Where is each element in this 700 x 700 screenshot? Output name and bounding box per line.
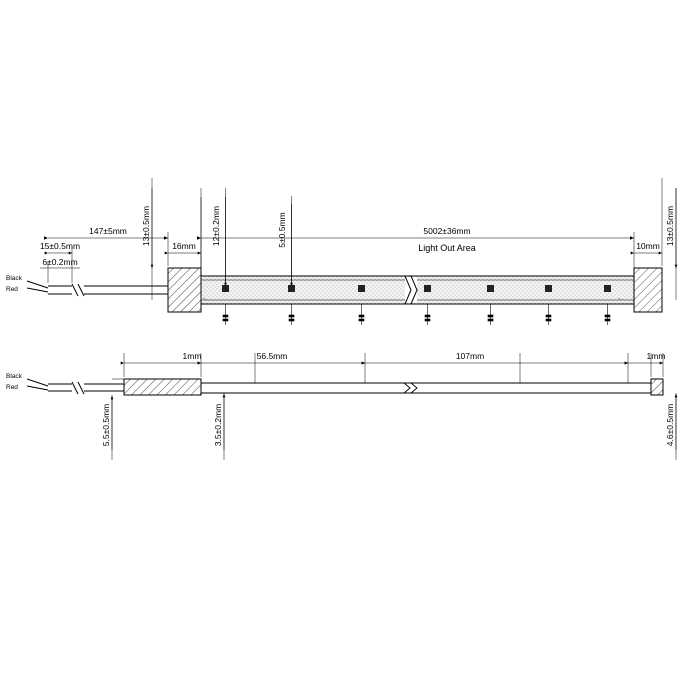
- dim-lead-length-label: 147±5mm: [89, 226, 127, 236]
- side-view: Black Red: [6, 351, 678, 460]
- light-out-area-label: Light Out Area: [418, 243, 476, 253]
- dim-right-thickness: 4.6±0.5mm: [665, 394, 678, 450]
- dim-lead-thickness: 5.5±0.5mm: [101, 396, 114, 450]
- side-extension-lines: [111, 353, 677, 460]
- dim-height-left-label: 13±0.5mm: [141, 206, 151, 246]
- dim-lead-thickness-label: 5.5±0.5mm: [101, 404, 111, 446]
- dim-first-pitch-label: 12±0.2mm: [211, 206, 221, 246]
- dim-total-length-label: 5002±36mm: [423, 226, 470, 236]
- side-right-cap: [650, 378, 664, 396]
- dim-left-cap: 16mm: [164, 241, 201, 255]
- svg-text:+ -: + -: [203, 297, 208, 301]
- side-strip-body: [200, 382, 652, 394]
- dim-led-width: 5±0.5mm: [277, 204, 293, 286]
- dim-wire-strip-label: 15±0.5mm: [40, 241, 80, 251]
- dim-height-left: 13±0.5mm: [141, 188, 154, 268]
- dim-side-cap-left-label: 1mm: [183, 351, 202, 361]
- dim-segment-a-label: 56.5mm: [257, 351, 288, 361]
- led-chips: [222, 285, 611, 292]
- dim-height-right: 13±0.5mm: [665, 188, 678, 268]
- dim-left-cap-label: 16mm: [172, 241, 196, 251]
- dim-segment-b-label: 107mm: [456, 351, 484, 361]
- dim-led-width-label: 5±0.5mm: [277, 212, 287, 247]
- dim-lead-length: 147±5mm: [43, 226, 168, 240]
- dim-right-cap: 10mm: [630, 241, 662, 255]
- polarity-marks: + - + -: [203, 297, 623, 301]
- right-end-cap: [633, 267, 663, 313]
- left-end-cap: [167, 267, 202, 313]
- dim-height-right-label: 13±0.5mm: [665, 206, 675, 246]
- dim-wire-diameter-label: 6±0.2mm: [42, 257, 77, 267]
- dim-wire-strip: 15±0.5mm: [40, 241, 80, 255]
- dim-right-cap-label: 10mm: [636, 241, 660, 251]
- svg-text:+ -: + -: [618, 297, 623, 301]
- side-view-wire-leads: Black Red: [6, 373, 124, 395]
- dim-segment-b: 107mm: [361, 351, 628, 365]
- side-wire-black-label: Black: [6, 373, 23, 380]
- dim-body-thickness-label: 3.5±0.2mm: [213, 404, 223, 446]
- top-wire-red-label: Red: [6, 286, 18, 293]
- dim-right-thickness-label: 4.6±0.5mm: [665, 404, 675, 446]
- dim-side-cap-right-label: 1mm: [647, 351, 666, 361]
- top-view-wire-leads: Black Red: [6, 275, 168, 297]
- dim-first-pitch: 12±0.2mm: [200, 197, 227, 286]
- side-wire-red-label: Red: [6, 384, 18, 391]
- dim-side-cap-left: 1mm: [120, 351, 202, 365]
- dim-total-length: 5002±36mm Light Out Area: [196, 226, 634, 253]
- side-break-symbol: [403, 382, 418, 394]
- dim-segment-a: 56.5mm: [197, 351, 365, 365]
- top-view: Black Red: [6, 178, 678, 325]
- side-lead-sleeve: [123, 378, 202, 396]
- led-center-leaders: [222, 304, 611, 325]
- top-wire-black-label: Black: [6, 275, 23, 282]
- dim-side-cap-right: 1mm: [624, 351, 666, 365]
- body-break-symbol: [201, 275, 634, 305]
- dim-wire-diameter: 6±0.2mm: [40, 257, 80, 269]
- dim-body-thickness: 3.5±0.2mm: [213, 394, 226, 450]
